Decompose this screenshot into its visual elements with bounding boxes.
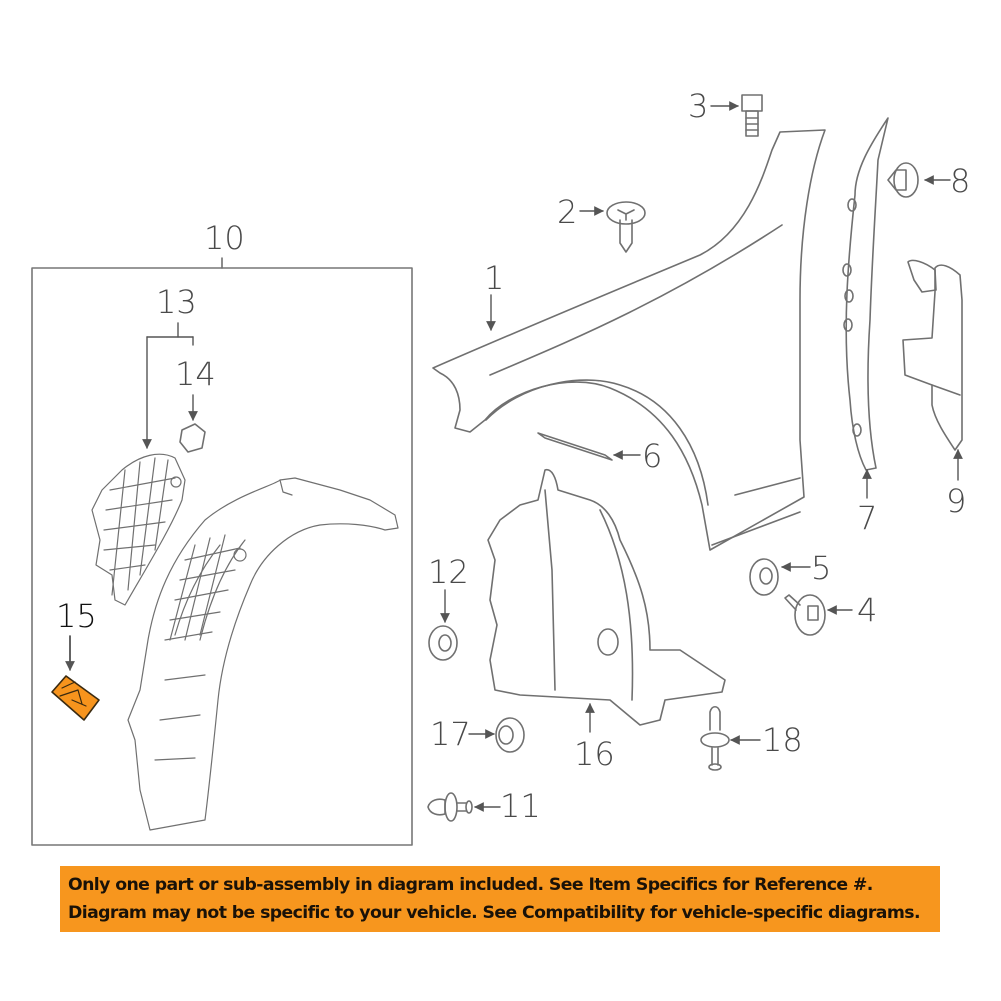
callout-17: 17 (430, 715, 471, 753)
nut-part-5[interactable] (749, 558, 779, 596)
nut-part-12[interactable] (428, 625, 458, 661)
callout-13: 13 (156, 283, 197, 321)
callout-8: 8 (950, 162, 971, 200)
liner-insert-part-13[interactable] (91, 453, 186, 606)
push-clip-part-11[interactable] (427, 792, 473, 822)
callout-9: 9 (946, 482, 967, 520)
callout-3: 3 (688, 87, 709, 125)
leader-lines (65, 101, 963, 812)
bracket-part-7[interactable] (842, 117, 889, 471)
callout-2: 2 (557, 193, 578, 231)
disclaimer-line-1: Only one part or sub-assembly in diagram… (68, 875, 873, 895)
screw-part-2[interactable] (606, 201, 646, 253)
push-clip-part-18[interactable] (700, 705, 730, 771)
callout-5: 5 (811, 549, 832, 587)
cap-part-14[interactable] (179, 423, 206, 453)
callout-1: 1 (484, 259, 505, 297)
fender-part-1[interactable] (432, 129, 826, 551)
clip-part-8[interactable] (887, 162, 919, 198)
subassembly-box-10 (31, 257, 413, 846)
callout-12: 12 (428, 553, 469, 591)
callout-7: 7 (857, 499, 878, 537)
bolt-part-3[interactable] (741, 94, 763, 137)
callout-16: 16 (574, 735, 615, 773)
bolt-part-4[interactable] (784, 594, 826, 636)
callout-11: 11 (500, 787, 541, 825)
disclaimer-line-2: Diagram may not be specific to your vehi… (68, 903, 921, 923)
callout-18: 18 (762, 721, 803, 759)
highlighted-part-15[interactable] (51, 675, 100, 721)
fender-liner-part-10[interactable] (127, 477, 399, 831)
callout-4: 4 (857, 591, 878, 629)
insulator-part-9[interactable] (902, 259, 963, 451)
disclaimer-banner: Only one part or sub-assembly in diagram… (60, 866, 940, 932)
splash-shield-part-16[interactable] (487, 468, 726, 726)
callout-14: 14 (175, 355, 216, 393)
callout-10: 10 (204, 219, 245, 257)
callout-15: 15 (56, 597, 97, 635)
callout-6: 6 (642, 437, 663, 475)
seal-part-6[interactable] (537, 432, 613, 461)
nut-part-17[interactable] (495, 717, 525, 753)
